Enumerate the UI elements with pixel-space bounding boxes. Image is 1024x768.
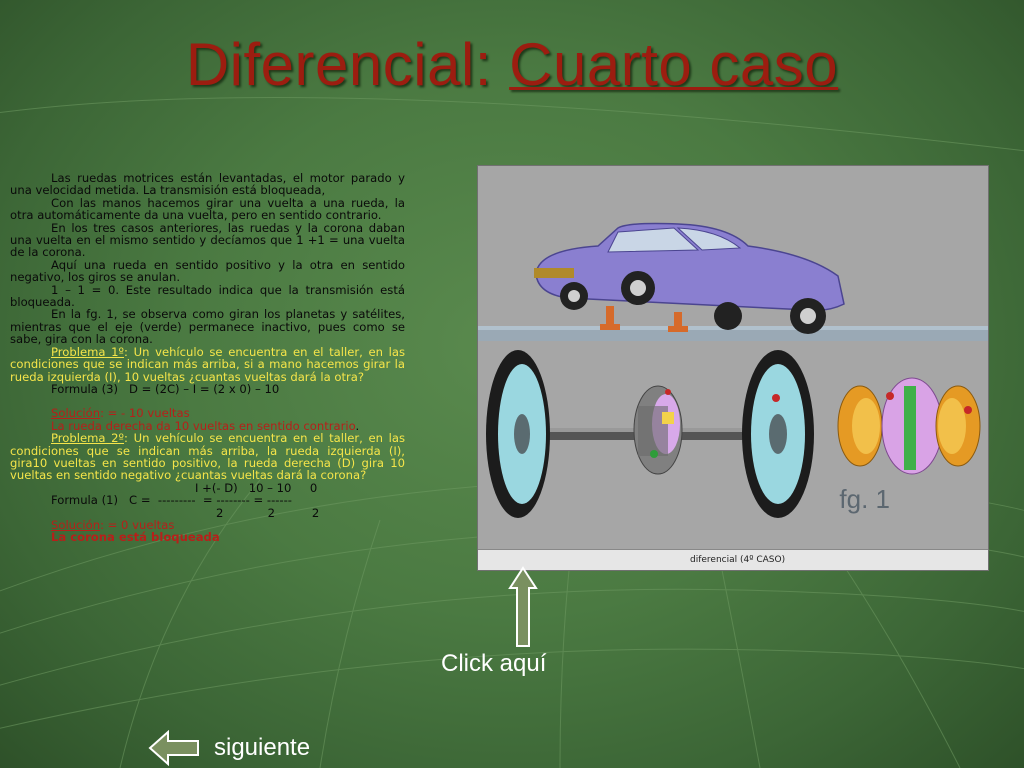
solution-2-text: : = 0 vueltas: [100, 517, 175, 532]
solution-2-note: La corona está bloqueada: [51, 530, 220, 545]
title-part-2: Cuarto caso: [509, 31, 839, 98]
problem-1-text: : Un vehículo se encuentra en el taller,…: [10, 344, 405, 384]
arrow-up-icon[interactable]: [508, 566, 538, 648]
solution-2: Solución: = 0 vueltas: [10, 519, 405, 531]
paragraph-3: En los tres casos anteriores, las ruedas…: [10, 220, 405, 260]
figure-label: fg. 1: [839, 484, 890, 514]
differential-housing: [633, 385, 683, 475]
figure-caption: diferencial (4º CASO): [690, 555, 786, 565]
figure-caption-bar: diferencial (4º CASO): [478, 549, 988, 570]
problem-1: Problema 1º: Un vehículo se encuentra en…: [10, 344, 405, 384]
slide-body-text: Las ruedas motrices están levantadas, el…: [10, 172, 405, 544]
next-link[interactable]: siguiente: [214, 734, 311, 761]
formula-3: Formula (3) D = (2C) – I = (2 x 0) – 10: [51, 381, 280, 396]
differential-illustration: [478, 222, 988, 518]
formula-1-numerator: I +(- D) 10 – 10 0: [195, 480, 318, 495]
paragraph-1: Las ruedas motrices están levantadas, el…: [10, 171, 405, 198]
formula-1-denominator: 2 2 2: [216, 505, 320, 520]
car: [534, 222, 845, 334]
solution-2-label: Solución: [51, 517, 101, 532]
problem-2-label: Problema 2º: [51, 431, 125, 446]
left-wheel: [486, 350, 550, 518]
paragraph-6: En la fg. 1, se observa como giran los p…: [10, 307, 405, 347]
solution-1-note-period: .: [355, 418, 360, 433]
problem-2: Problema 2º: Un vehículo se encuentra en…: [10, 432, 405, 482]
right-wheel: [742, 350, 814, 518]
formula-1: Formula (1) C = --------- = -------- = -…: [51, 493, 292, 508]
title-part-1: Diferencial:: [185, 31, 510, 98]
problem-1-label: Problema 1º: [51, 344, 125, 359]
solution-1-note: La rueda derecha da 10 vueltas en sentid…: [10, 420, 405, 432]
solution-1-text: : = - 10 vueltas: [100, 406, 190, 421]
gear-set: [837, 377, 981, 475]
paragraph-4: Aquí una rueda en sentido positivo y la …: [10, 257, 405, 285]
arrow-left-icon[interactable]: [148, 730, 200, 766]
solution-1-label: Solución: [51, 406, 101, 421]
solution-1-note-text: La rueda derecha da 10 vueltas en sentid…: [51, 418, 356, 433]
car-jacks: [600, 306, 688, 332]
slide-title: Diferencial: Cuarto caso: [0, 30, 1024, 99]
paragraph-2: Con las manos hacemos girar una vuelta a…: [10, 195, 405, 223]
differential-figure[interactable]: fg. 1 diferencial (4º CASO): [477, 165, 989, 571]
click-here-link[interactable]: Click aquí: [441, 650, 547, 677]
solution-1: Solución: = - 10 vueltas: [10, 407, 405, 419]
problem-2-text: : Un vehículo se encuentra en el taller,…: [10, 431, 405, 483]
paragraph-5: 1 – 1 = 0. Este resultado indica que la …: [10, 282, 405, 310]
